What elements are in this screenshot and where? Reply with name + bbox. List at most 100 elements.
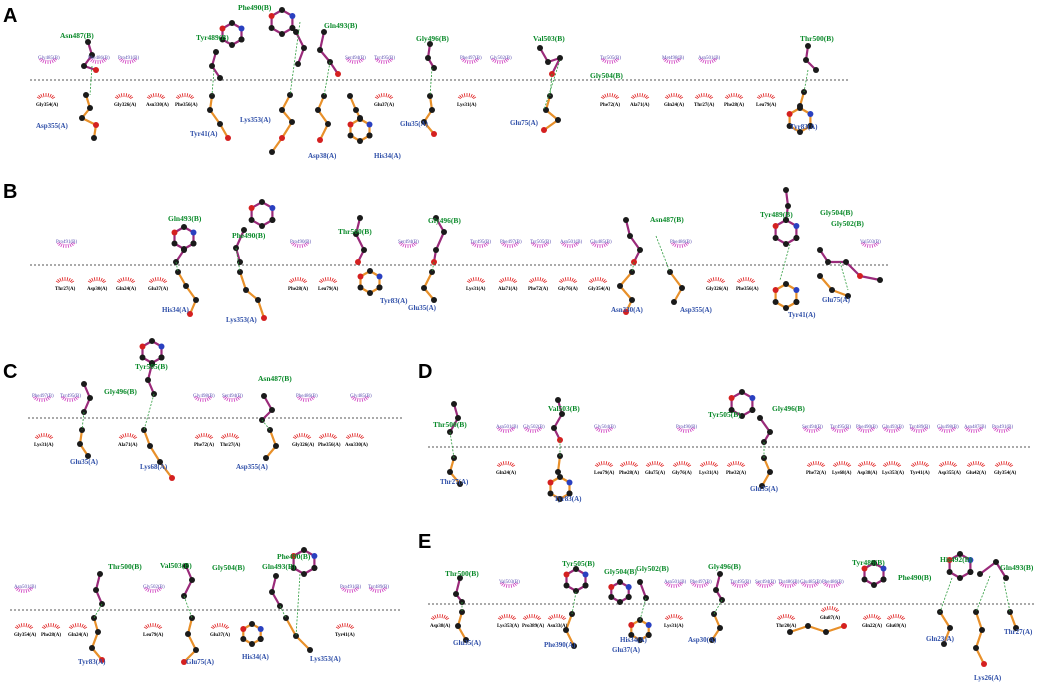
contact-spoke <box>594 243 597 248</box>
hydrophobic-contact-arc <box>600 93 620 100</box>
contact-spoke <box>474 243 477 248</box>
contact-spoke <box>511 243 514 248</box>
contact-spoke <box>220 436 224 440</box>
contact-spoke <box>461 93 464 98</box>
atom <box>87 395 93 401</box>
contact-spoke <box>596 243 599 248</box>
contact-spoke <box>896 463 900 467</box>
atom <box>257 626 264 632</box>
contact-spoke <box>40 433 43 438</box>
atom <box>617 599 623 605</box>
panel-b: Gln493(B) Phe490(B) Thr500(B) Gly496(B) … <box>55 208 881 324</box>
contact-spoke <box>996 428 999 433</box>
atom <box>85 453 91 459</box>
atom <box>259 199 265 205</box>
ligand-label: Val503(B) <box>548 404 580 413</box>
ligand-label: Phe490(B) <box>277 552 311 561</box>
contact-spoke <box>752 280 756 284</box>
contact-spoke <box>794 581 798 585</box>
ligand-residue-bond <box>552 398 564 442</box>
contact-spoke <box>604 280 608 284</box>
contact-spoke <box>982 464 986 468</box>
contact-spoke <box>791 583 794 588</box>
contact-spoke <box>614 58 618 62</box>
atom <box>805 43 811 49</box>
contact-spoke <box>537 427 541 431</box>
contact-spoke <box>74 623 77 628</box>
contact-spoke <box>127 93 130 98</box>
contact-spoke <box>893 461 896 466</box>
atom <box>93 122 99 128</box>
contact-spoke <box>329 433 332 438</box>
hydrophobic-contact-arc <box>800 581 820 588</box>
contact-spoke <box>502 461 505 466</box>
contact-label: Gly485(B) <box>38 56 60 61</box>
contact-spoke <box>681 243 684 248</box>
contact-spoke <box>738 95 742 99</box>
contact-label: Gly502(B) <box>490 56 512 61</box>
contact-spoke <box>28 587 32 591</box>
contact-spoke <box>792 582 796 586</box>
contact-spoke <box>610 464 614 468</box>
contact-label: Pro389(A) <box>522 624 544 629</box>
contact-spoke <box>884 427 888 431</box>
contact-spoke <box>471 59 474 64</box>
ligand-label: Phe490(B) <box>232 231 266 240</box>
atom <box>263 455 269 461</box>
contact-spoke <box>539 426 543 430</box>
hydrophobic-contact-arc <box>55 277 75 284</box>
receptor-residue-bond <box>348 94 362 120</box>
contact-spoke <box>501 582 505 586</box>
contact-label: Lys31(A) <box>457 103 477 108</box>
contact-spoke <box>1008 463 1012 467</box>
contact-spoke <box>715 464 719 468</box>
contact-spoke <box>782 583 785 588</box>
contact-spoke <box>820 463 824 467</box>
ligand-label: Gly504(B) <box>590 71 623 80</box>
contact-spoke <box>49 59 52 64</box>
hydrophobic-contact-arc <box>523 426 543 433</box>
contact-spoke <box>69 279 73 283</box>
contact-spoke <box>662 57 666 61</box>
contact-spoke <box>870 461 873 466</box>
atom <box>433 247 439 253</box>
atom <box>311 553 318 559</box>
contact-spoke <box>290 241 294 245</box>
hydrophobic-contact-arc <box>193 395 213 402</box>
contact-spoke <box>601 243 604 248</box>
atom <box>457 575 463 581</box>
contact-label: Gly326(A) <box>706 287 729 292</box>
contact-spoke <box>738 279 742 283</box>
contact-label: Tyr41(A) <box>910 471 930 476</box>
contact-spoke <box>356 433 359 438</box>
contact-spoke <box>196 435 200 439</box>
contact-spoke <box>594 277 597 282</box>
ligand-label: Tyr505(B) <box>708 410 741 419</box>
contact-spoke <box>594 426 598 430</box>
atom <box>366 121 373 128</box>
contact-spoke <box>306 435 310 439</box>
atom <box>81 63 87 69</box>
contact-spoke <box>868 614 871 619</box>
contact-spoke <box>331 277 334 282</box>
contact-spoke <box>856 426 860 430</box>
contact-spoke <box>471 95 475 99</box>
contact-spoke <box>529 428 532 433</box>
atom <box>786 111 793 117</box>
contact-spoke <box>614 95 618 99</box>
contact-spoke <box>226 433 229 438</box>
contact-spoke <box>806 428 809 433</box>
contact-spoke <box>870 427 874 431</box>
atom <box>267 427 273 433</box>
contact-spoke <box>209 395 213 399</box>
contact-spoke <box>296 433 299 438</box>
contact-spoke <box>826 606 829 611</box>
contact-spoke <box>344 588 347 593</box>
contact-spoke <box>747 277 750 282</box>
contact-spoke <box>834 428 837 433</box>
contact-spoke <box>156 623 159 628</box>
ligand-label: Gln493(B) <box>324 21 358 30</box>
contact-spoke <box>356 586 360 590</box>
contact-spoke <box>197 397 200 402</box>
hydrophobic-contact-arc <box>832 461 852 468</box>
